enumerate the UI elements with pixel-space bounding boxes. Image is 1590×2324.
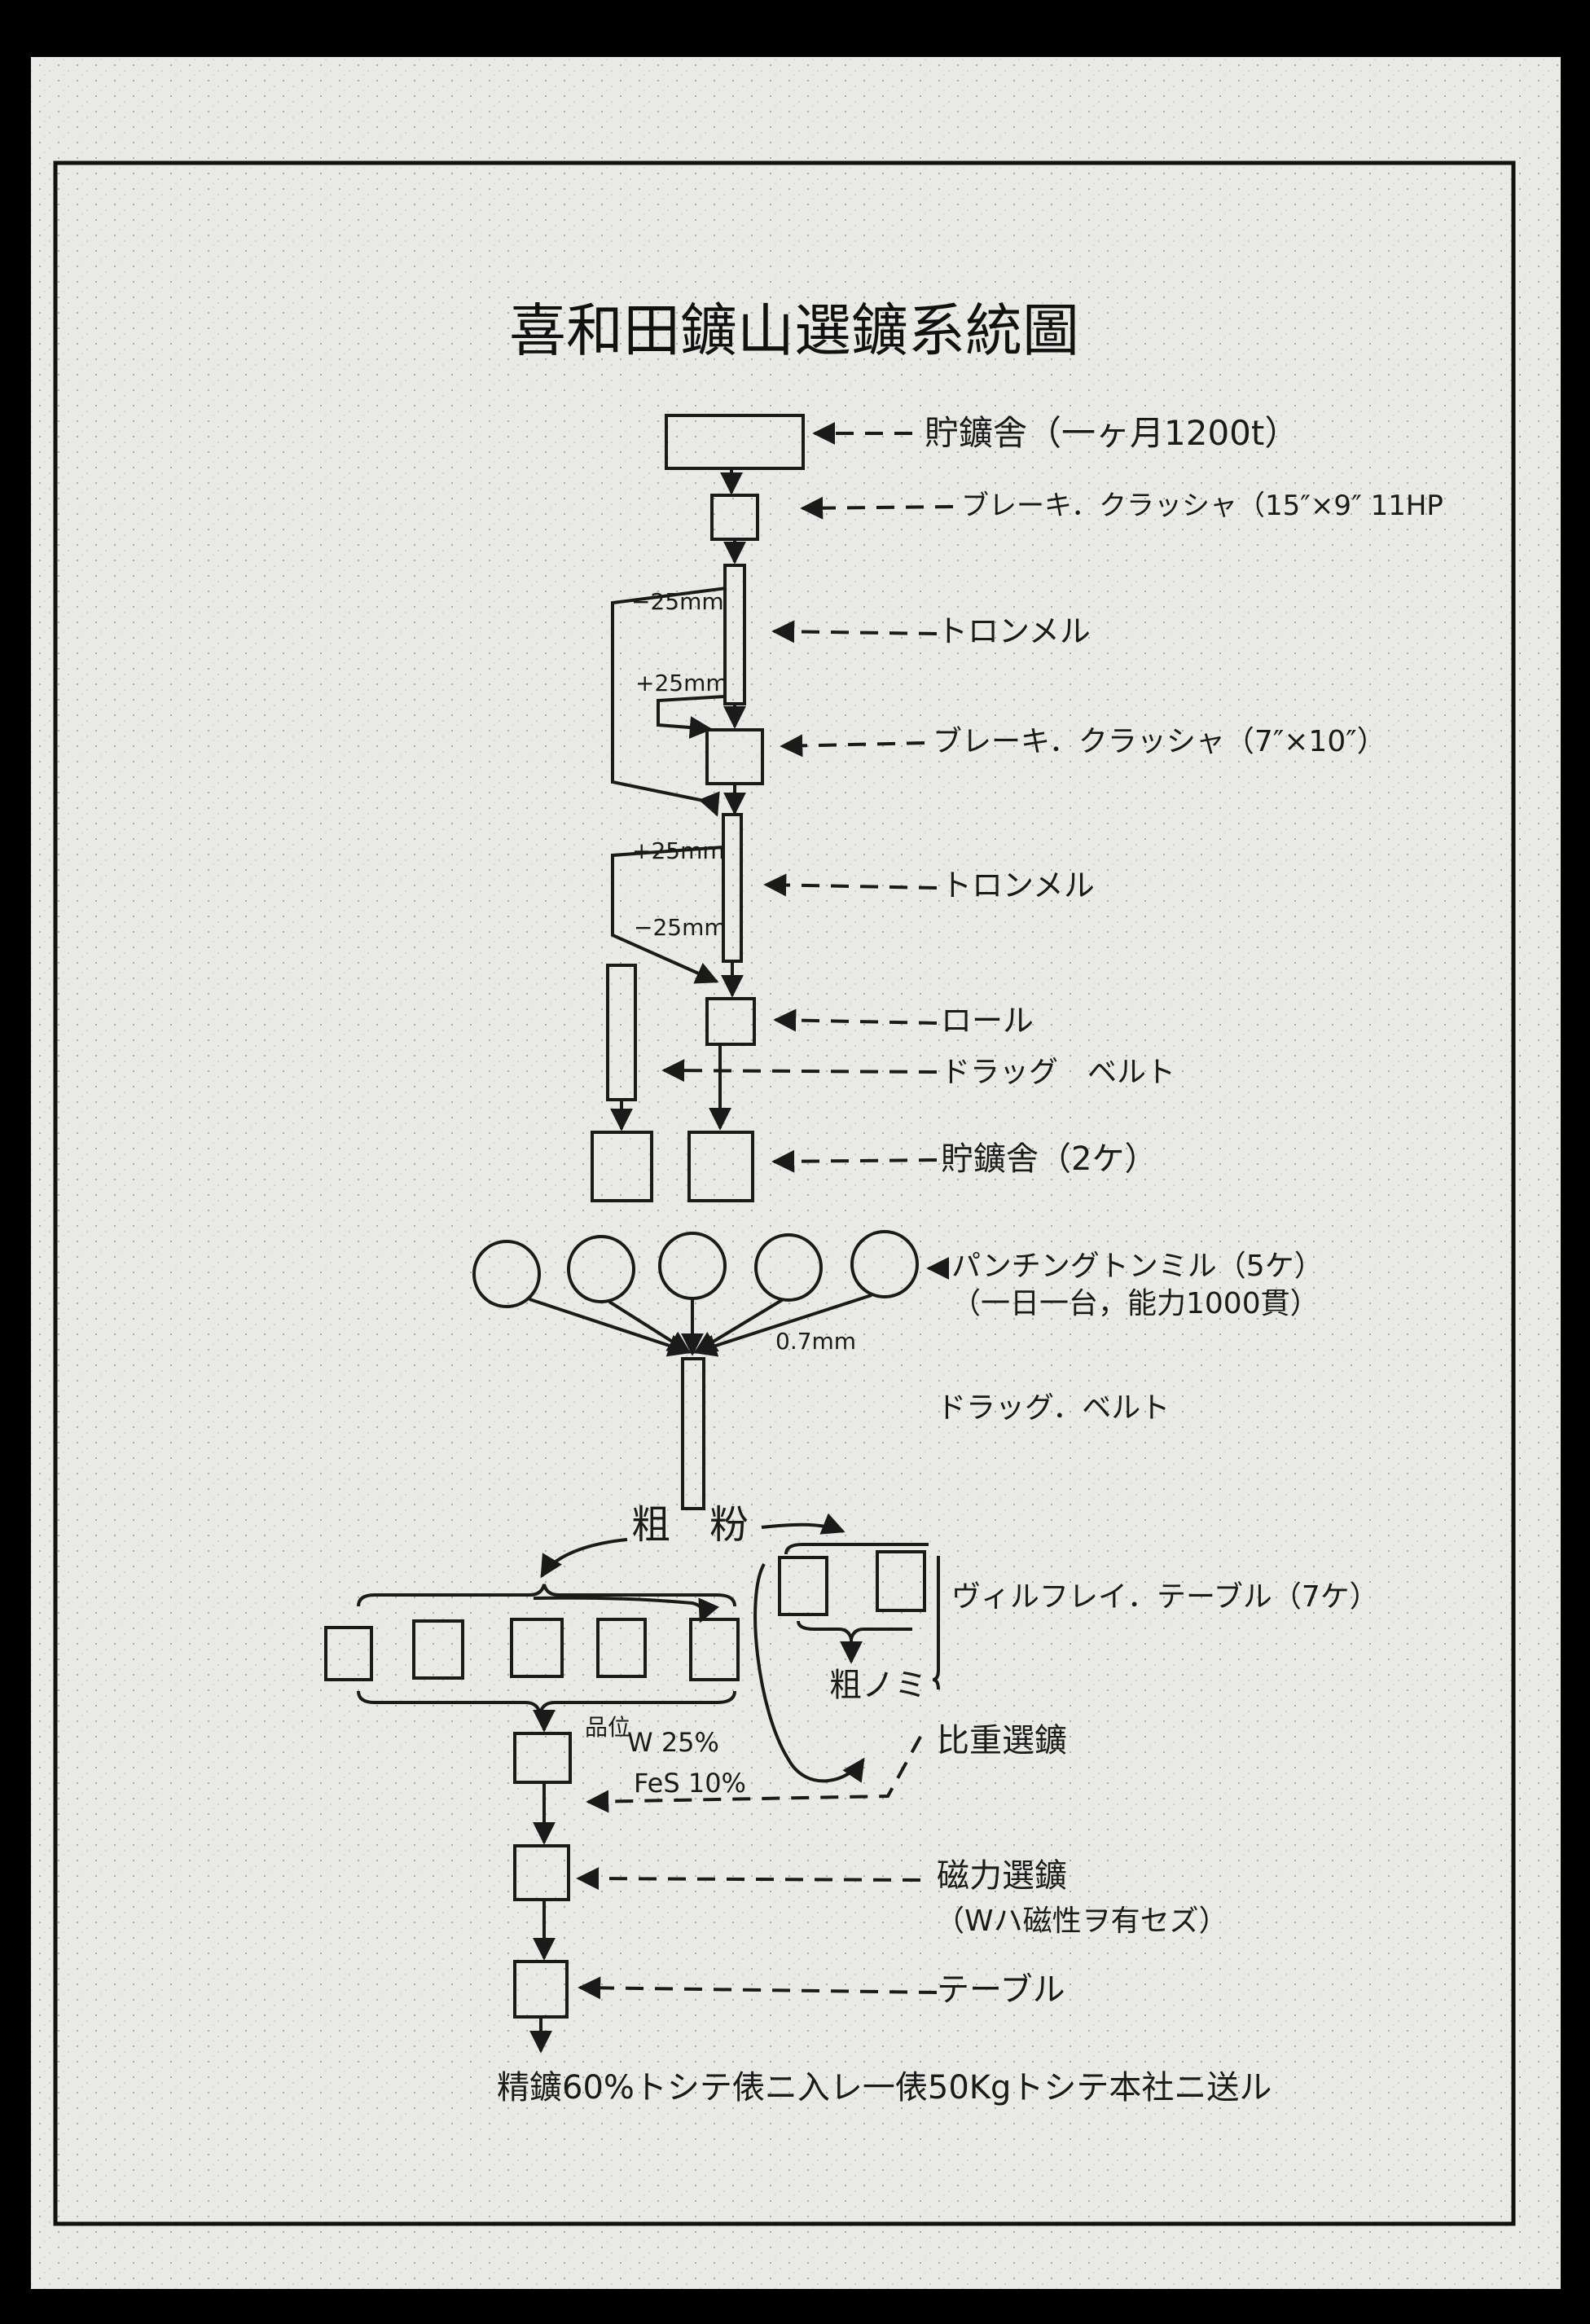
wilfley-table-3: [510, 1618, 564, 1678]
split-left: [540, 1538, 628, 1579]
feed-plus25: [657, 695, 726, 739]
label-size-m25-b: −25mm: [634, 914, 727, 941]
split-right: [761, 1513, 846, 1535]
wilfley-table-4: [596, 1618, 647, 1678]
paper-noise: [31, 57, 1561, 2289]
wilfley-table-2: [412, 1619, 464, 1680]
label-magnetic-1: 磁力選鑛: [937, 1857, 1067, 1895]
label-size-07: 0.7mm: [775, 1328, 856, 1355]
label-coarse: 粗 粉: [631, 1502, 749, 1548]
label-size-p25-b: +25mm: [632, 837, 725, 864]
label-grade-2: W 25%: [627, 1727, 719, 1758]
label-magnetic-2: （Wハ磁性ヲ有セズ）: [935, 1904, 1228, 1938]
brace-right-top: [784, 1543, 929, 1555]
label-trommel-2: トロンメル: [941, 868, 1095, 903]
diagram-title: 喜和田鑛山選鑛系統圖: [509, 297, 1079, 364]
label-breaker-2: ブレーキ．クラッシャ（7″×10″）: [933, 725, 1386, 758]
mill-4: [754, 1233, 823, 1302]
wilfley-table-1: [324, 1626, 373, 1681]
equipment-shapes: [324, 414, 940, 2054]
label-grade-1: 品位: [585, 1714, 630, 1741]
mill-2: [567, 1235, 635, 1303]
labels: 貯鑛舎（一ヶ月1200t） ブレーキ．クラッシャ（15″×9″ 11HP トロン…: [497, 413, 1443, 2107]
ore-bin-2-left: [591, 1131, 653, 1202]
ore-bin-top-box: [665, 414, 805, 470]
label-breaker-1: ブレーキ．クラッシャ（15″×9″ 11HP: [961, 490, 1443, 522]
label-coarse-tail: 粗ノミ: [829, 1667, 927, 1704]
mill-5: [850, 1230, 919, 1298]
bypass-minus25: [611, 586, 727, 817]
label-grade-3: FeS 10%: [634, 1768, 746, 1799]
wilfley-table-7: [876, 1550, 926, 1612]
loop-return: [753, 1563, 865, 1783]
label-drag-belt-2: ドラッグ．ベルト: [937, 1391, 1170, 1425]
mill-1: [472, 1240, 541, 1308]
label-footer: 精鑛60%トシテ俵ニ入レ一俵50Kgトシテ本社ニ送ル: [497, 2069, 1272, 2107]
label-roll: ロール: [941, 1003, 1034, 1039]
label-trommel-1: トロンメル: [937, 613, 1091, 649]
magnetic-box: [513, 1844, 570, 1901]
label-ore-bin-2: 貯鑛舎（2ケ）: [941, 1140, 1157, 1178]
brace-wilfley: [932, 1556, 940, 1690]
label-mill-2: （一日一台，能力1000貫）: [951, 1287, 1320, 1320]
bypass-plus25: [611, 846, 724, 984]
drag-belt-2-bar: [681, 1357, 705, 1510]
label-gravity: 比重選鑛: [937, 1722, 1067, 1759]
label-size-p25-a: +25mm: [635, 670, 728, 696]
label-size-m25-a: −25mm: [631, 588, 724, 615]
pointer-lines: [576, 422, 954, 2000]
brace-top: [357, 1584, 736, 1607]
brace-right-bottom: [797, 1620, 912, 1640]
label-ore-bin-1: 貯鑛舎（一ヶ月1200t）: [925, 413, 1298, 453]
label-wilfley: ヴィルフレイ．テーブル（7ケ）: [951, 1580, 1379, 1614]
label-mill-1: パンチングトンミル（5ケ）: [951, 1250, 1324, 1283]
label-table: テーブル: [937, 1971, 1065, 2009]
ore-bin-2-right: [687, 1131, 754, 1202]
label-drag-belt-1: ドラッグ ベルト: [941, 1056, 1175, 1089]
roll-box: [705, 997, 756, 1046]
wilfley-table-6: [778, 1556, 828, 1616]
drawing-frame: [53, 160, 1516, 2226]
